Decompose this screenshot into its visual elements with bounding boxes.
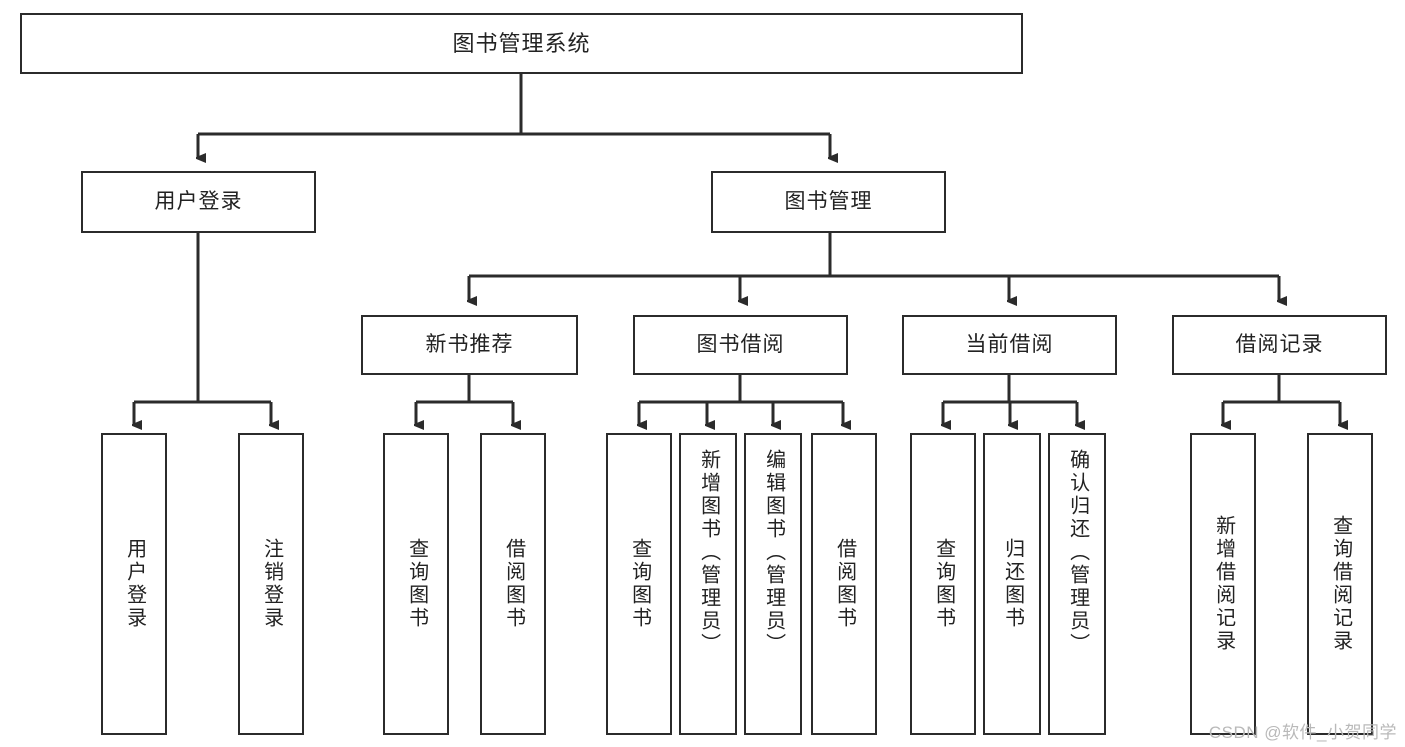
node-label: 新书推荐 [425,332,514,356]
node-label: 查询图书 [405,538,428,630]
leaf-user-login[interactable]: 用户登录 [101,433,167,735]
node-book-management-system[interactable]: 图书管理系统 [20,13,1023,74]
watermark: CSDN @软件_小贺同学 [1208,723,1397,742]
node-borrow-record[interactable]: 借阅记录 [1172,315,1387,375]
node-label: 借阅图书 [833,538,856,630]
leaf-query-book-borrow[interactable]: 查询图书 [606,433,672,735]
node-label: 图书借阅 [696,332,785,356]
node-label: 确认归还（管理员） [1066,449,1089,656]
node-label: 查询借阅记录 [1329,515,1352,653]
node-user-login[interactable]: 用户登录 [81,171,316,233]
leaf-query-borrow-record[interactable]: 查询借阅记录 [1307,433,1373,735]
node-label: 查询图书 [932,538,955,630]
node-label: 归还图书 [1001,538,1024,630]
leaf-borrow-book[interactable]: 借阅图书 [811,433,877,735]
node-label: 查询图书 [628,538,651,630]
node-label: 借阅图书 [502,538,525,630]
node-label: 图书管理 [784,189,873,213]
leaf-borrow-book-recommend[interactable]: 借阅图书 [480,433,546,735]
leaf-query-book-current[interactable]: 查询图书 [910,433,976,735]
leaf-query-book-recommend[interactable]: 查询图书 [383,433,449,735]
node-book-management[interactable]: 图书管理 [711,171,946,233]
node-label: 新增借阅记录 [1212,515,1235,653]
leaf-edit-book-admin[interactable]: 编辑图书（管理员） [744,433,802,735]
node-label: 用户登录 [123,538,146,630]
leaf-logout[interactable]: 注销登录 [238,433,304,735]
node-label: 借阅记录 [1235,332,1324,356]
node-label: 图书管理系统 [452,30,591,56]
node-label: 新增图书（管理员） [697,449,720,656]
leaf-add-borrow-record[interactable]: 新增借阅记录 [1190,433,1256,735]
node-label: 编辑图书（管理员） [762,449,785,656]
node-current-borrow[interactable]: 当前借阅 [902,315,1117,375]
leaf-confirm-return-admin[interactable]: 确认归还（管理员） [1048,433,1106,735]
node-label: 注销登录 [260,538,283,630]
leaf-add-book-admin[interactable]: 新增图书（管理员） [679,433,737,735]
node-label: 用户登录 [154,189,243,213]
leaf-return-book[interactable]: 归还图书 [983,433,1041,735]
node-book-borrow[interactable]: 图书借阅 [633,315,848,375]
node-new-book-recommend[interactable]: 新书推荐 [361,315,578,375]
node-label: 当前借阅 [965,332,1054,356]
